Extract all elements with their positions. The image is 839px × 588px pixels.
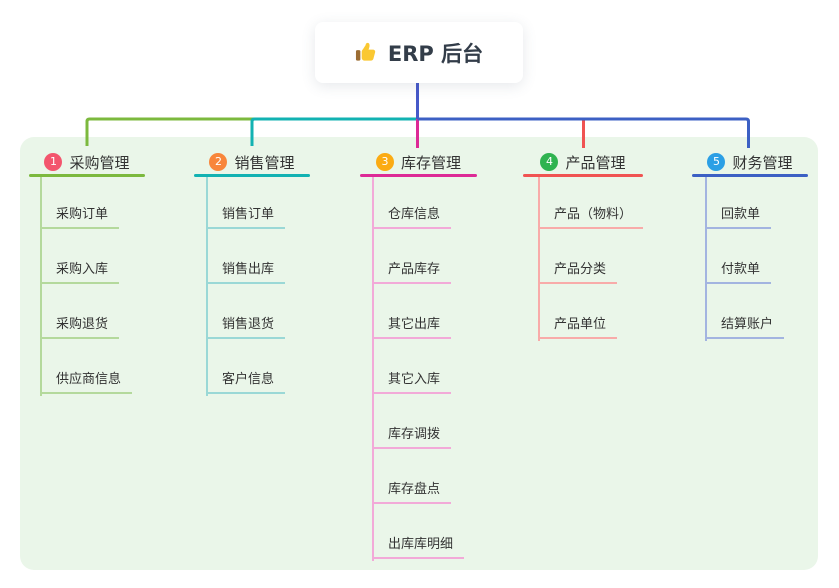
child-node-label: 结算账户	[721, 317, 774, 332]
branch-number-badge: 4	[540, 153, 559, 171]
branch-trunk-line	[372, 177, 374, 561]
child-node[interactable]: 销售出库	[206, 256, 286, 284]
branch-title-underline	[194, 174, 310, 177]
branch-node-title[interactable]: 2 销售管理	[194, 149, 310, 175]
branch-node-title[interactable]: 4 产品管理	[523, 149, 643, 175]
child-node[interactable]: 产品库存	[372, 256, 452, 284]
child-node[interactable]: 付款单	[705, 256, 772, 284]
branch-number-badge: 2	[209, 153, 228, 171]
child-node-label: 客户信息	[222, 372, 275, 387]
branch-node-title[interactable]: 1 采购管理	[29, 149, 145, 175]
branch-number-badge: 5	[707, 153, 726, 171]
child-node[interactable]: 库存调拨	[372, 421, 452, 449]
child-node-label: 采购订单	[56, 207, 109, 222]
child-node-label: 产品分类	[554, 262, 607, 277]
child-node-label: 出库库明细	[388, 537, 454, 552]
branch-node-title[interactable]: 5 财务管理	[692, 149, 808, 175]
child-node[interactable]: 客户信息	[206, 366, 286, 394]
branch-title-underline	[523, 174, 643, 177]
child-node-label: 其它入库	[388, 372, 441, 387]
child-node-label: 产品单位	[554, 317, 607, 332]
child-node-label: 采购入库	[56, 262, 109, 277]
branch-trunk-line	[705, 177, 707, 341]
child-node-label: 付款单	[721, 262, 761, 277]
branch-title-label: 库存管理	[400, 153, 461, 172]
branch-title-underline	[360, 174, 477, 177]
child-node[interactable]: 销售退货	[206, 311, 286, 339]
child-node-label: 库存盘点	[388, 482, 441, 497]
child-node-label: 其它出库	[388, 317, 441, 332]
branches-panel	[20, 137, 818, 570]
child-node-label: 销售出库	[222, 262, 275, 277]
child-node-label: 产品库存	[388, 262, 441, 277]
child-node-label: 销售退货	[222, 317, 275, 332]
child-node-label: 销售订单	[222, 207, 275, 222]
branch-title-label: 采购管理	[69, 153, 130, 172]
child-node[interactable]: 产品单位	[538, 311, 618, 339]
branch-title-label: 产品管理	[565, 153, 626, 172]
child-node-label: 库存调拨	[388, 427, 441, 442]
child-node[interactable]: 采购入库	[40, 256, 120, 284]
branch-title-label: 财务管理	[732, 153, 793, 172]
root-node[interactable]: ERP 后台	[315, 22, 523, 83]
child-node[interactable]: 供应商信息	[40, 366, 133, 394]
child-node[interactable]: 采购退货	[40, 311, 120, 339]
child-node[interactable]: 产品（物料）	[538, 201, 644, 229]
child-node-label: 供应商信息	[56, 372, 122, 387]
child-node[interactable]: 销售订单	[206, 201, 286, 229]
branch-number-badge: 1	[44, 153, 63, 171]
child-node-label: 产品（物料）	[554, 207, 633, 222]
branch-number-badge: 3	[375, 153, 394, 171]
child-node[interactable]: 结算账户	[705, 311, 785, 339]
root-title: ERP 后台	[387, 41, 484, 66]
branch-title-underline	[29, 174, 145, 177]
branch-trunk-line	[538, 177, 540, 341]
child-node-label: 采购退货	[56, 317, 109, 332]
branch-node-title[interactable]: 3 库存管理	[360, 149, 477, 175]
child-node[interactable]: 其它出库	[372, 311, 452, 339]
child-node-label: 仓库信息	[388, 207, 441, 222]
child-node-label: 回款单	[721, 207, 761, 222]
branch-trunk-line	[206, 177, 208, 396]
branch-title-underline	[692, 174, 808, 177]
child-node[interactable]: 产品分类	[538, 256, 618, 284]
branch-trunk-line	[40, 177, 42, 396]
child-node[interactable]: 出库库明细	[372, 531, 465, 559]
child-node[interactable]: 其它入库	[372, 366, 452, 394]
child-node[interactable]: 回款单	[705, 201, 772, 229]
thumbs-up-icon	[355, 42, 376, 61]
branch-title-label: 销售管理	[234, 153, 295, 172]
child-node[interactable]: 库存盘点	[372, 476, 452, 504]
child-node[interactable]: 采购订单	[40, 201, 120, 229]
child-node[interactable]: 仓库信息	[372, 201, 452, 229]
